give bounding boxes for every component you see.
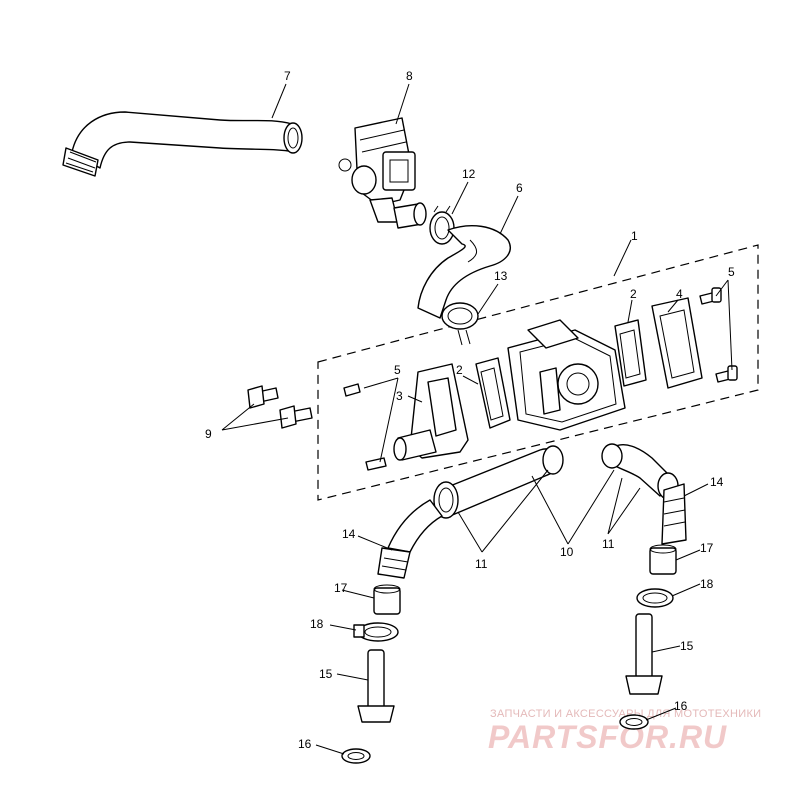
- callout-11-right: 11: [602, 537, 615, 551]
- part-connector-hose: [417, 225, 511, 319]
- part-gasket-right: [614, 319, 647, 387]
- callout-5-left: 5: [394, 363, 401, 377]
- watermark-brand: PARTSFOR.RU: [488, 719, 727, 755]
- callout-17-left: 17: [334, 581, 348, 595]
- part-cover: [651, 297, 703, 389]
- part-sleeves-17: [373, 544, 677, 615]
- callout-15-left: 15: [319, 667, 333, 681]
- part-hose-clamp-12: [429, 205, 455, 245]
- assembly-boundary: [317, 244, 759, 501]
- callout-7: 7: [284, 69, 291, 83]
- part-pipe-elbow-left: [377, 499, 443, 579]
- callout-4: 4: [676, 287, 683, 301]
- callout-17-right: 17: [700, 541, 714, 555]
- callout-14-left: 14: [342, 527, 356, 541]
- part-bolts-9: [247, 385, 313, 429]
- callout-3: 3: [396, 389, 403, 403]
- part-washers-16: [341, 714, 649, 764]
- callout-8: 8: [406, 69, 413, 83]
- callout-5-right: 5: [728, 265, 735, 279]
- callout-14-right: 14: [710, 475, 724, 489]
- callout-13: 13: [494, 269, 508, 283]
- part-valve-body: [507, 319, 626, 431]
- callout-15-right: 15: [680, 639, 694, 653]
- callout-labels: 1 2 2 3 4 5 5 6 7 8 9 10 11 11 12 13 14 …: [205, 69, 735, 751]
- watermark: ЗАПЧАСТИ И АКСЕССУАРЫ ДЛЯ МОТОТЕХНИКИ PA…: [488, 708, 761, 755]
- callout-12: 12: [462, 167, 476, 181]
- watermark-tagline: ЗАПЧАСТИ И АКСЕССУАРЫ ДЛЯ МОТОТЕХНИКИ: [490, 708, 761, 720]
- part-outlet-pipe: [393, 363, 469, 461]
- part-pipe-elbow-right: [661, 483, 687, 545]
- callout-6: 6: [516, 181, 523, 195]
- part-gasket-left: [475, 357, 511, 429]
- callout-9: 9: [205, 427, 212, 441]
- part-hose-left: [433, 445, 564, 519]
- callout-16-right: 16: [674, 699, 688, 713]
- part-clamps-18: [353, 588, 674, 642]
- part-control-valve: [338, 117, 427, 229]
- callout-18-left: 18: [310, 617, 324, 631]
- callout-10: 10: [560, 545, 574, 559]
- callout-11-left: 11: [475, 557, 488, 571]
- part-pipes-15: [357, 613, 663, 723]
- callout-18-right: 18: [700, 577, 714, 591]
- callout-2-right: 2: [630, 287, 637, 301]
- callout-1: 1: [631, 229, 638, 243]
- part-air-hose: [62, 111, 303, 177]
- leader-lines: [221, 83, 733, 755]
- callout-2-left: 2: [456, 363, 463, 377]
- callout-16-left: 16: [298, 737, 312, 751]
- part-hose-clamp-13: [441, 302, 479, 346]
